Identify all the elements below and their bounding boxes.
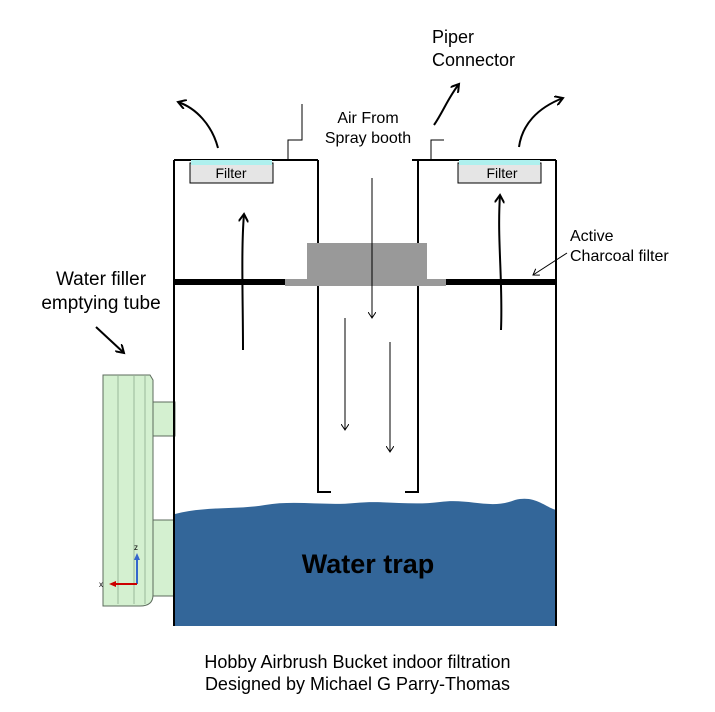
filter-left-label: Filter xyxy=(215,165,246,181)
pipe-connector xyxy=(287,104,444,160)
diffuser-block xyxy=(307,243,427,281)
axis-triad-icon: z x xyxy=(99,543,140,589)
airflow-down-arrows xyxy=(345,178,390,452)
air-from-label-line2: Spray booth xyxy=(325,130,411,147)
caption-line1: Hobby Airbrush Bucket indoor filtration xyxy=(204,652,511,672)
pointer-arrows xyxy=(95,252,568,353)
charcoal-filter-label-line1: Active xyxy=(570,228,614,245)
filter-right: Filter xyxy=(457,160,542,184)
exhaust-arrows xyxy=(178,84,563,149)
water-filler-label-line2: emptying tube xyxy=(41,293,160,314)
axis-x-label: x xyxy=(99,580,103,589)
water-trap: Water trap xyxy=(175,498,556,626)
piper-connector-label-line1: Piper xyxy=(432,27,474,47)
caption-line2: Designed by Michael G Parry-Thomas xyxy=(204,674,511,694)
water-filler-tube xyxy=(102,374,176,607)
water-trap-label: Water trap xyxy=(302,549,435,579)
piper-connector-label-line2: Connector xyxy=(432,50,515,70)
inlet-tube xyxy=(317,160,419,493)
filter-right-label: Filter xyxy=(486,165,517,181)
filter-left: Filter xyxy=(189,160,274,184)
charcoal-filter-label-line2: Charcoal filter xyxy=(570,248,669,265)
air-from-label-line1: Air From xyxy=(337,110,398,127)
water-filler-label-line1: Water filler xyxy=(56,269,147,290)
airflow-up-arrows xyxy=(242,195,501,351)
axis-z-label: z xyxy=(134,543,138,552)
